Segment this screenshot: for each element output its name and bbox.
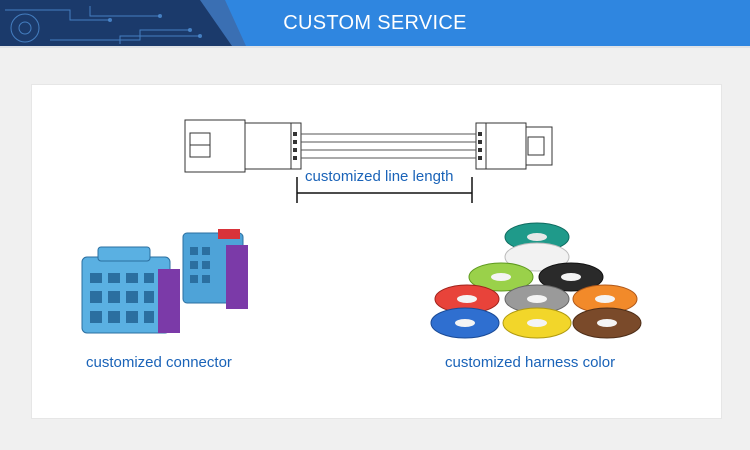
connector-illustration (81, 229, 248, 334)
caption-harness-color: customized harness color (445, 354, 616, 371)
circuit-pattern (5, 6, 200, 44)
cable-assembly-drawing (184, 119, 553, 203)
banner-title: CUSTOM SERVICE (283, 12, 467, 34)
caption-connector: customized connector (86, 354, 232, 371)
wire-spools-illustration (430, 222, 642, 339)
dimension-line (296, 177, 473, 203)
banner-background (0, 0, 750, 48)
header-banner: CUSTOM SERVICE (0, 0, 750, 48)
caption-line-length: customized line length (305, 168, 454, 185)
